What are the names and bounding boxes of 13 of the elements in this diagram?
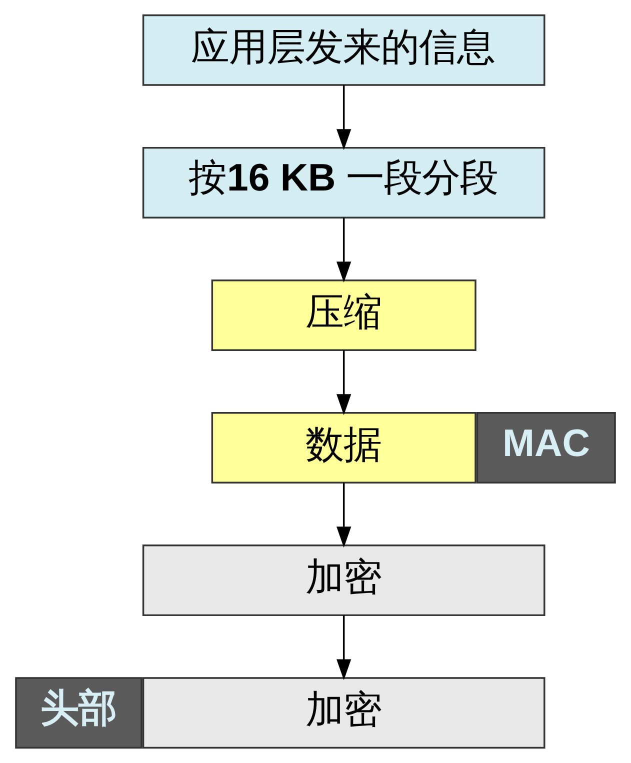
node-box: 加密 [142, 544, 546, 616]
node-box: 数据 [211, 412, 476, 484]
node-box: 压缩 [211, 279, 476, 351]
arrow [336, 218, 352, 283]
node-box: 头部 [15, 677, 142, 749]
node-box: 按16 KB 一段分段 [142, 146, 546, 218]
arrow [336, 615, 352, 680]
node-box: MAC [476, 412, 616, 484]
node-box: 应用层发来的信息 [142, 14, 546, 86]
arrow [336, 350, 352, 416]
arrow [336, 482, 352, 548]
node-box: 加密 [142, 677, 546, 749]
arrow [336, 85, 352, 150]
